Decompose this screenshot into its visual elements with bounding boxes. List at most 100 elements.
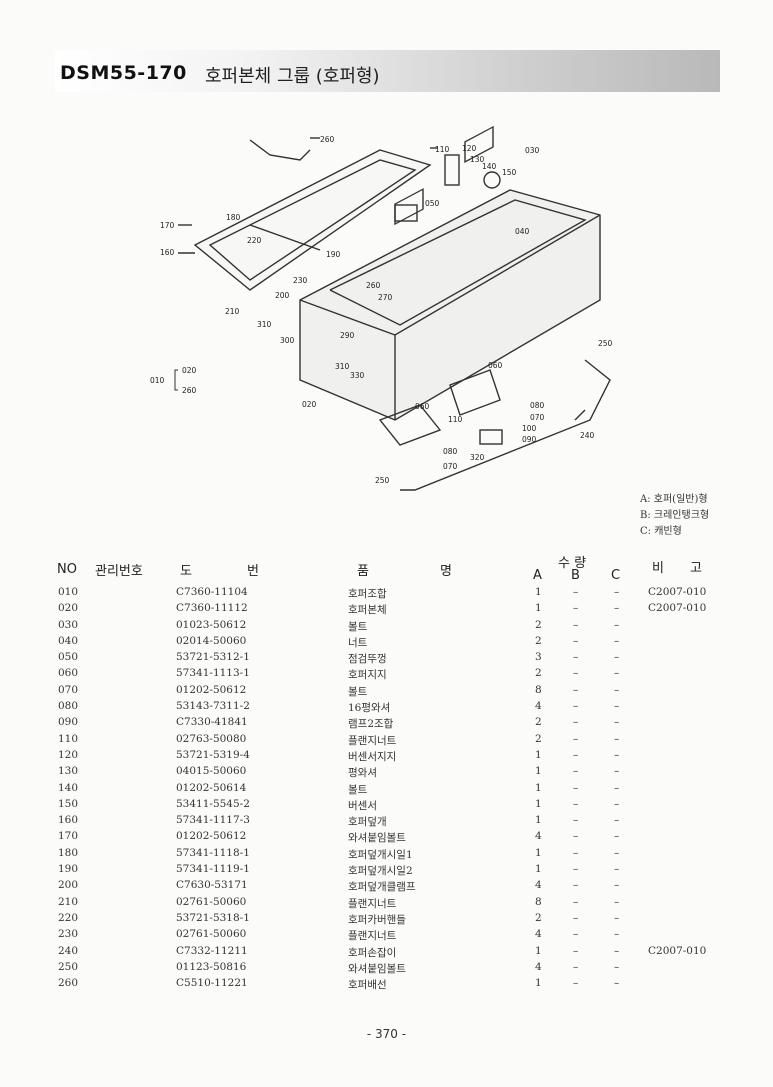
key-020: 020 [182, 366, 197, 375]
cell-part-name: 점검뚜껑 [348, 653, 387, 666]
cell-no: 160 [58, 814, 79, 827]
callout-140: 140 [482, 162, 497, 171]
header-drawing-1: 도 [180, 564, 192, 579]
cell-qty-a: 2 [535, 732, 542, 745]
header-a: A [533, 568, 542, 583]
cell-part-name: 호퍼덮개시일1 [348, 848, 413, 861]
lid-seal [249, 224, 321, 251]
callout-080: 080 [530, 401, 545, 410]
cell-no: 240 [58, 944, 79, 957]
header-b: B [571, 568, 580, 583]
cell-no: 010 [58, 586, 79, 598]
cell-part-number: 57341-1117-3 [176, 814, 250, 827]
lamp-assembly [479, 429, 503, 445]
cell-qty-b: – [573, 634, 579, 647]
cell-qty-c: – [614, 977, 620, 990]
cell-note: C2007-010 [648, 602, 707, 615]
cell-part-name: 호퍼덮개시일2 [348, 865, 413, 878]
cell-no: 230 [58, 928, 79, 941]
callout-310: 310 [257, 320, 272, 329]
cell-part-number: 53721-5318-1 [176, 911, 250, 924]
handle-bar [400, 359, 611, 491]
cell-no: 040 [58, 634, 79, 647]
cell-no: 210 [58, 895, 79, 908]
cell-qty-c: – [614, 863, 620, 876]
cell-qty-a: 1 [535, 944, 542, 957]
cell-qty-c: – [614, 586, 620, 598]
cell-part-number: 53143-7311-2 [176, 700, 250, 713]
key-010: 010 [150, 376, 165, 385]
callout-310-b: 310 [335, 362, 350, 371]
cell-qty-a: 8 [535, 895, 542, 908]
cell-no: 020 [58, 602, 79, 615]
hopper-body [299, 189, 601, 421]
cell-qty-c: – [614, 634, 620, 647]
cell-qty-b: – [573, 830, 579, 843]
cell-qty-b: – [573, 586, 579, 598]
cell-qty-a: 2 [535, 667, 542, 680]
cell-qty-c: – [614, 830, 620, 843]
cell-qty-a: 1 [535, 814, 542, 827]
cell-qty-b: – [573, 846, 579, 859]
cell-qty-b: – [573, 651, 579, 664]
key-260: 260 [182, 386, 197, 395]
cell-part-number: 01123-50816 [176, 960, 247, 973]
cell-no: 170 [58, 830, 79, 843]
cell-part-number: C7332-11211 [176, 944, 248, 957]
cell-qty-b: – [573, 700, 579, 713]
cell-qty-b: – [573, 716, 579, 729]
support-plate-2 [449, 369, 501, 416]
callout-050: 050 [425, 199, 440, 208]
header-band [55, 50, 720, 92]
cell-note: C2007-010 [648, 944, 707, 957]
cell-qty-a: 2 [535, 911, 542, 924]
buzzer-sensor [483, 171, 501, 189]
cell-part-number: 02761-50060 [176, 928, 247, 941]
cell-qty-c: – [614, 797, 620, 810]
callout-250-b: 250 [375, 476, 390, 485]
cell-part-name: 호퍼덮개 [348, 816, 387, 829]
cell-qty-c: – [614, 814, 620, 827]
cell-qty-a: 1 [535, 781, 542, 794]
cell-qty-c: – [614, 879, 620, 892]
cell-qty-c: – [614, 700, 620, 713]
callout-120: 120 [462, 144, 477, 153]
callout-130: 130 [470, 155, 485, 164]
cell-part-number: 53721-5312-1 [176, 651, 250, 664]
callout-110: 110 [435, 145, 450, 154]
cell-no: 050 [58, 651, 79, 664]
cell-part-name: 호퍼지지 [348, 669, 387, 682]
cell-qty-a: 1 [535, 748, 542, 761]
callout-180: 180 [226, 213, 241, 222]
type-legend: A: 호퍼(일반)형 B: 크레인탱크형 C: 캐빈형 [640, 492, 709, 540]
cell-qty-c: – [614, 716, 620, 729]
callout-250: 250 [598, 339, 613, 348]
cell-qty-c: – [614, 960, 620, 973]
cell-part-name: 플랜지너트 [348, 930, 397, 943]
cell-no: 090 [58, 716, 79, 729]
leader-line [574, 409, 586, 421]
callout-060: 060 [488, 361, 503, 370]
cell-no: 190 [58, 863, 79, 876]
cell-part-number: 01202-50612 [176, 683, 247, 696]
cell-qty-b: – [573, 618, 579, 631]
cell-qty-c: – [614, 928, 620, 941]
header-c: C [611, 568, 621, 583]
callout-070: 070 [530, 413, 545, 422]
cell-no: 140 [58, 781, 79, 794]
header-name-1: 품 [357, 564, 369, 579]
cell-part-number: 04015-50060 [176, 765, 247, 778]
cell-qty-a: 1 [535, 586, 542, 598]
